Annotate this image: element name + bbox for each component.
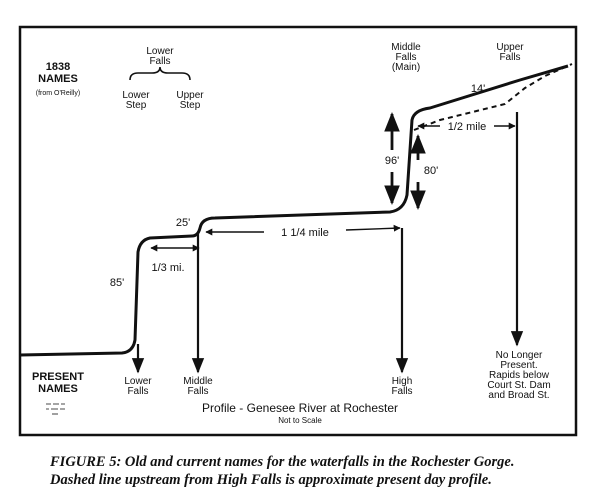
dist-1-1-4-arrow-right [345, 224, 401, 232]
upper-step-line2: Step [180, 100, 201, 111]
not-to-scale: Not to Scale [278, 416, 322, 425]
drop-14-label: 14' [471, 83, 485, 95]
river-profile-line [19, 64, 569, 357]
present-names-line1: PRESENT [32, 371, 84, 383]
present-middle-falls-line1: Middle [183, 376, 213, 387]
figure-caption-line2: Dashed line upstream from High Falls is … [50, 472, 492, 488]
dist-1-3-label: 1/3 mi. [151, 262, 184, 274]
no-longer-present-line3: Rapids below [489, 370, 550, 381]
drop-25-label: 25' [176, 217, 190, 229]
drop-85-label: 85' [110, 277, 124, 289]
lower-step-line1: Lower [122, 90, 150, 101]
present-high-falls-line1: High [392, 376, 413, 387]
no-longer-present-line1: No Longer [496, 350, 543, 361]
upper-falls-1838-line2: Falls [499, 52, 520, 63]
names-1838-title-line2: NAMES [38, 73, 78, 85]
lower-falls-1838-line1: Lower [146, 46, 174, 57]
drop-96-label: 96' [385, 155, 399, 167]
present-high-falls-line2: Falls [391, 386, 412, 397]
upper-falls-1838-line1: Upper [496, 42, 524, 53]
middle-falls-1838-line3: (Main) [392, 62, 420, 73]
lower-step-line2: Step [126, 100, 147, 111]
present-names-line2: NAMES [38, 383, 78, 395]
present-lower-falls-line2: Falls [127, 386, 148, 397]
no-longer-present-line5: and Broad St. [488, 390, 549, 401]
present-lower-falls-line1: Lower [124, 376, 152, 387]
names-1838-title-line1: 1838 [46, 61, 70, 73]
figure-caption-line1: FIGURE 5: Old and current names for the … [50, 454, 515, 470]
present-middle-falls-line2: Falls [187, 386, 208, 397]
dist-1-2-label: 1/2 mile [448, 121, 487, 133]
middle-falls-1838-line2: Falls [395, 52, 416, 63]
profile-title: Profile - Genesee River at Rochester [202, 401, 398, 415]
middle-falls-1838-line1: Middle [391, 42, 421, 53]
no-longer-present-line4: Court St. Dam [487, 380, 550, 391]
upper-step-line1: Upper [176, 90, 204, 101]
no-longer-present-line2: Present. [500, 360, 537, 371]
drop-80-label: 80' [424, 165, 438, 177]
lower-falls-1838-line2: Falls [149, 56, 170, 67]
present-day-profile-dashed [413, 63, 573, 131]
figure-border [18, 25, 578, 437]
credit-scribble [46, 403, 65, 415]
lower-falls-brace [129, 66, 191, 81]
names-1838-source: (from O'Reilly) [36, 90, 81, 97]
dist-1-1-4-label: 1 1/4 mile [281, 227, 329, 239]
